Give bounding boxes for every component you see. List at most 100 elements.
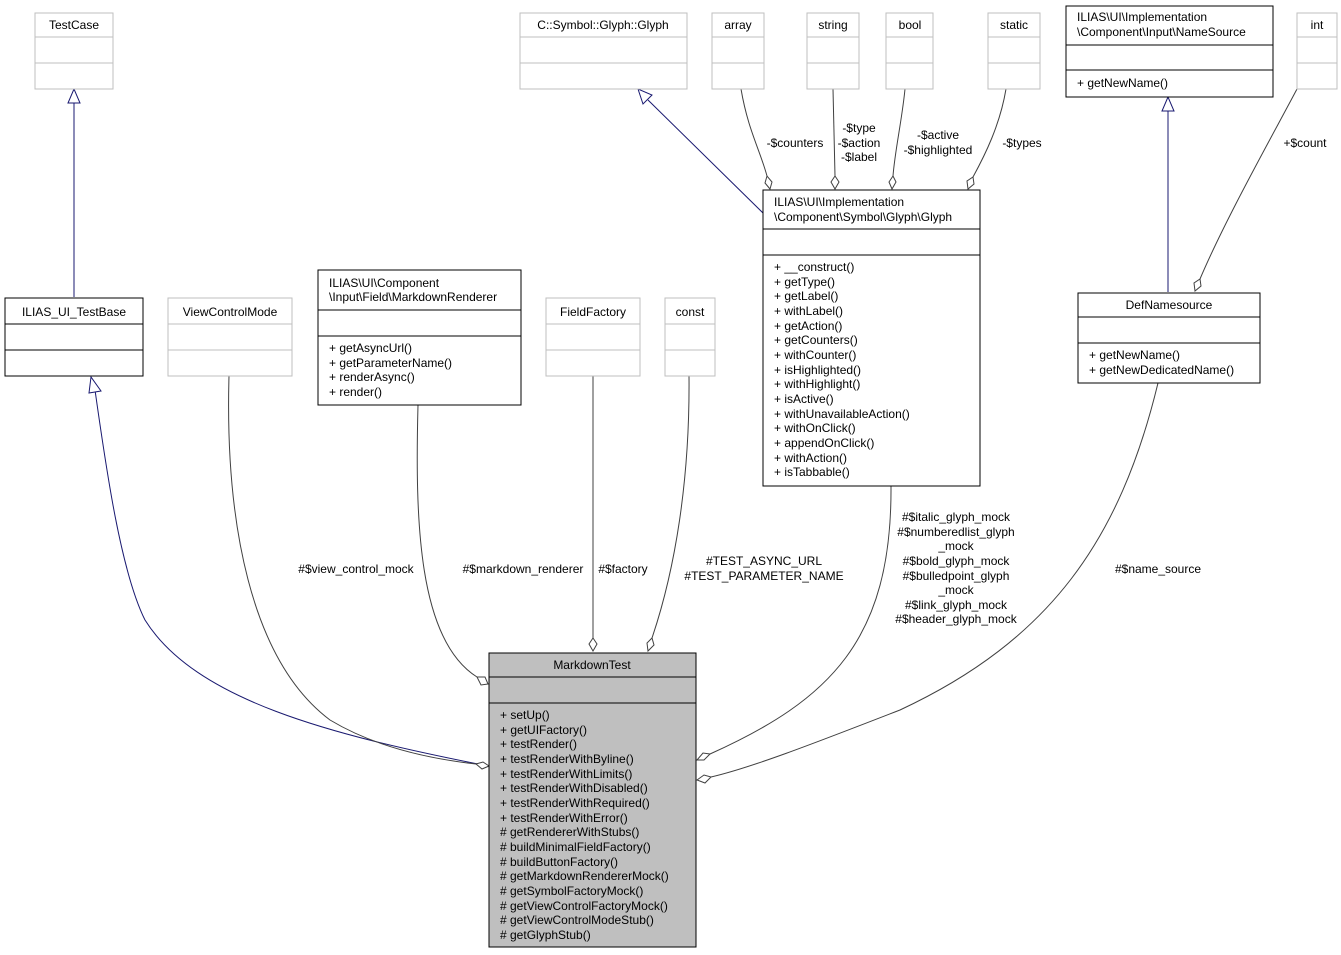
edge-label-counters: -$counters (767, 136, 824, 150)
edge-glyph-inherits-interface (637, 88, 764, 214)
class-glyph-implementation[interactable]: ILIAS\UI\Implementation \Component\Symbo… (762, 189, 981, 487)
svg-text:-$types: -$types (1002, 136, 1041, 150)
edge-defnamesource-name-source (695, 382, 1159, 784)
class-defnamesource[interactable]: DefNamesource + getNewName() + getNewDed… (1077, 292, 1261, 384)
edge-label-types: -$types (1002, 136, 1041, 150)
svg-text:-$label: -$label (841, 150, 877, 164)
class-const[interactable]: const (664, 297, 716, 377)
method: + isTabbable() (774, 465, 850, 479)
svg-text:#$view_control_mock: #$view_control_mock (298, 562, 414, 576)
svg-text:#$italic_glyph_mock: #$italic_glyph_mock (902, 510, 1011, 524)
edge-string-type-action-label (830, 88, 840, 191)
method: + testRenderWithLimits() (500, 767, 632, 781)
class-name: MarkdownTest (553, 658, 631, 672)
method: # getRendererWithStubs() (500, 825, 639, 839)
edge-markdowntest-inherits-testbase (88, 375, 489, 767)
class-name-line-2: \Input\Field\MarkdownRenderer (329, 290, 497, 304)
svg-text:_mock: _mock (937, 583, 974, 597)
class-testcase[interactable]: TestCase (34, 12, 114, 90)
edge-viewcontrolmode-view-control-mock (228, 375, 491, 770)
method: + getAsyncUrl() (329, 341, 412, 355)
svg-text:#TEST_PARAMETER_NAME: #TEST_PARAMETER_NAME (684, 569, 843, 583)
edge-markdownrenderer-markdown-renderer (416, 404, 489, 686)
edge-const-test-consts (646, 375, 690, 653)
method: + testRenderWithDisabled() (500, 781, 648, 795)
method: + testRenderWithError() (500, 811, 628, 825)
edge-static-types (966, 88, 1007, 190)
class-name: int (1311, 18, 1324, 32)
method: + appendOnClick() (774, 436, 874, 450)
class-name-line-1: ILIAS\UI\Component (329, 276, 440, 290)
method: + testRenderWithByline() (500, 752, 634, 766)
edge-label-view-control-mock: #$view_control_mock (298, 562, 414, 576)
method: + render() (329, 385, 382, 399)
class-int[interactable]: int (1296, 12, 1338, 90)
svg-text:#$bulledpoint_glyph: #$bulledpoint_glyph (903, 569, 1010, 583)
class-name: TestCase (49, 18, 99, 32)
edge-label-glyph-mocks: #$italic_glyph_mock #$numberedlist_glyph… (895, 510, 1017, 626)
method: + setUp() (500, 708, 550, 722)
class-name: C::Symbol::Glyph::Glyph (537, 18, 668, 32)
class-name: bool (899, 18, 922, 32)
class-name: string (818, 18, 847, 32)
class-fieldfactory[interactable]: FieldFactory (545, 297, 641, 377)
method: + __construct() (774, 260, 854, 274)
edge-defnamesource-implements-namesource (1161, 95, 1175, 292)
class-string[interactable]: string (806, 12, 860, 90)
edge-glyph-glyph-mocks (695, 485, 892, 761)
method: # getSymbolFactoryMock() (500, 884, 643, 898)
edge-label-name-source: #$name_source (1115, 562, 1201, 576)
method: + withCounter() (774, 348, 856, 362)
class-name: FieldFactory (560, 305, 626, 319)
method: # getMarkdownRendererMock() (500, 869, 669, 883)
class-name: array (724, 18, 751, 32)
svg-text:-$type: -$type (842, 121, 876, 135)
method: # buildMinimalFieldFactory() (500, 840, 651, 854)
method: + getAction() (774, 319, 842, 333)
edge-label-count: +$count (1283, 136, 1327, 150)
class-viewcontrolmode[interactable]: ViewControlMode (167, 297, 293, 377)
edge-bool-active-highlighted (888, 88, 906, 191)
method: + getCounters() (774, 333, 858, 347)
class-bool[interactable]: bool (885, 12, 934, 90)
svg-text:#$bold_glyph_mock: #$bold_glyph_mock (903, 554, 1011, 568)
svg-text:#$header_glyph_mock: #$header_glyph_mock (895, 612, 1017, 626)
class-markdown-renderer[interactable]: ILIAS\UI\Component \Input\Field\Markdown… (317, 269, 522, 406)
method: + testRenderWithRequired() (500, 796, 650, 810)
method: + testRender() (500, 737, 577, 751)
edge-array-counters (740, 88, 773, 191)
svg-text:#$numberedlist_glyph: #$numberedlist_glyph (897, 525, 1014, 539)
svg-text:_mock: _mock (937, 539, 974, 553)
method: + renderAsync() (329, 370, 415, 384)
method: + getLabel() (774, 289, 838, 303)
svg-text:-$counters: -$counters (767, 136, 824, 150)
class-ilias-ui-testbase[interactable]: ILIAS_UI_TestBase (4, 297, 144, 377)
class-name: const (676, 305, 705, 319)
class-name-line-1: ILIAS\UI\Implementation (1077, 10, 1207, 24)
method: + getType() (774, 275, 835, 289)
method: + getUIFactory() (500, 723, 587, 737)
class-name-line-2: \Component\Input\NameSource (1077, 25, 1246, 39)
class-glyph-interface[interactable]: C::Symbol::Glyph::Glyph (519, 12, 688, 90)
class-array[interactable]: array (711, 12, 765, 90)
class-name: static (1000, 18, 1028, 32)
method: # getGlyphStub() (500, 928, 591, 942)
svg-text:+$count: +$count (1283, 136, 1327, 150)
class-namesource-interface[interactable]: ILIAS\UI\Implementation \Component\Input… (1065, 5, 1274, 98)
class-name-line-2: \Component\Symbol\Glyph\Glyph (774, 210, 952, 224)
class-markdowntest[interactable]: MarkdownTest + setUp() + getUIFactory() … (488, 652, 697, 948)
svg-text:-$highlighted: -$highlighted (904, 143, 973, 157)
class-name-line-1: ILIAS\UI\Implementation (774, 195, 904, 209)
method: + getNewName() (1077, 76, 1168, 90)
svg-text:#$factory: #$factory (598, 562, 647, 576)
svg-text:-$active: -$active (917, 128, 959, 142)
edge-label-type-action-label: -$type -$action -$label (838, 121, 881, 164)
edge-label-test-consts: #TEST_ASYNC_URL #TEST_PARAMETER_NAME (684, 554, 843, 583)
method: + getNewDedicatedName() (1089, 363, 1234, 377)
class-static[interactable]: static (987, 12, 1041, 90)
svg-text:#$name_source: #$name_source (1115, 562, 1201, 576)
edge-label-active-highlighted: -$active -$highlighted (904, 128, 973, 157)
method: # buildButtonFactory() (500, 855, 618, 869)
method: + withUnavailableAction() (774, 407, 910, 421)
